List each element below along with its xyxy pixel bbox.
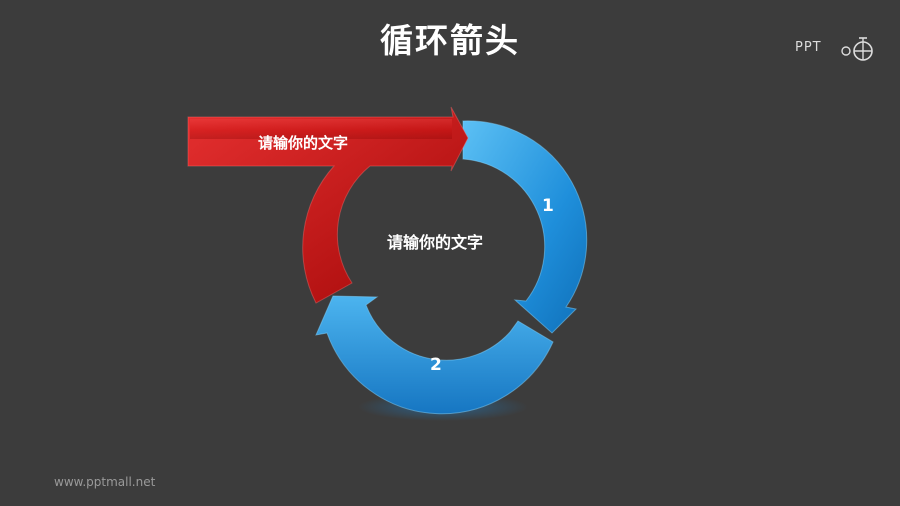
brand-logo: PPT bbox=[795, 36, 875, 62]
center-label: 请输你的文字 bbox=[387, 233, 484, 252]
stopwatch-icon bbox=[841, 37, 873, 61]
step-2-label: 2 bbox=[430, 355, 442, 375]
cycle-arrow-2 bbox=[315, 295, 554, 415]
logo-text: PPT bbox=[795, 40, 822, 55]
step-1-label: 1 bbox=[542, 196, 554, 216]
cycle-arrow-1 bbox=[462, 120, 588, 334]
input-bar-highlight bbox=[190, 119, 452, 139]
footer-url: www.pptmall.net bbox=[54, 475, 156, 489]
page-title: 循环箭头 bbox=[380, 21, 520, 60]
input-arrow bbox=[187, 106, 469, 304]
input-bar-label: 请输你的文字 bbox=[258, 134, 349, 152]
